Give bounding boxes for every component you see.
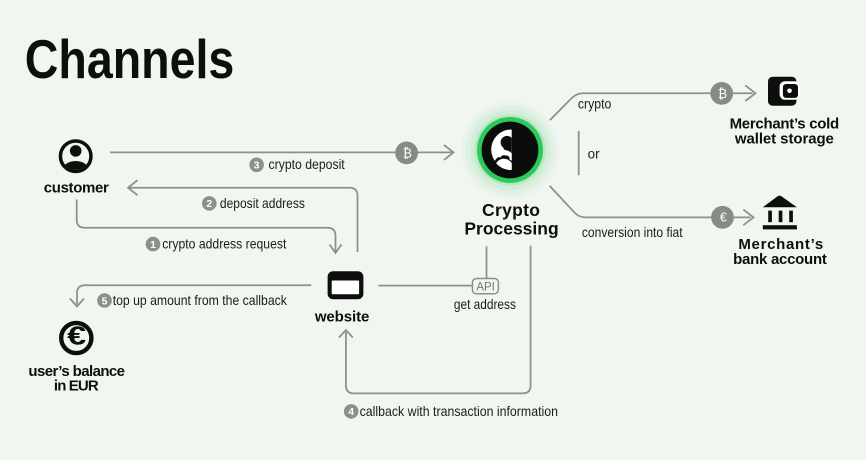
svg-text:crypto address request: crypto address request [162, 236, 286, 252]
svg-text:customer: customer [44, 180, 109, 197]
svg-text:4: 4 [348, 406, 354, 418]
svg-text:€: € [720, 211, 727, 225]
svg-text:Processing: Processing [464, 219, 558, 239]
svg-text:₿: ₿ [718, 87, 727, 101]
svg-text:conversion into fiat: conversion into fiat [582, 224, 683, 240]
svg-text:5: 5 [102, 295, 108, 307]
svg-text:user’s balance: user’s balance [28, 363, 125, 380]
svg-text:Merchant’s cold: Merchant’s cold [730, 115, 840, 132]
svg-text:crypto deposit: crypto deposit [269, 156, 345, 172]
svg-text:1: 1 [150, 239, 156, 251]
svg-text:₿: ₿ [403, 146, 412, 160]
svg-text:callback with transaction info: callback with transaction information [360, 403, 558, 419]
svg-text:deposit address: deposit address [220, 195, 305, 211]
svg-text:3: 3 [254, 160, 260, 172]
svg-text:crypto: crypto [578, 96, 612, 112]
svg-text:get address: get address [454, 296, 516, 312]
svg-text:2: 2 [206, 198, 212, 210]
svg-text:top up amount from the callbac: top up amount from the callback [113, 292, 288, 308]
svg-text:Crypto: Crypto [482, 200, 540, 220]
svg-text:bank account: bank account [733, 251, 827, 268]
svg-text:API: API [476, 279, 495, 293]
svg-text:website: website [314, 309, 370, 326]
svg-text:Merchant’s: Merchant’s [738, 236, 823, 253]
svg-text:Channels: Channels [25, 28, 235, 90]
svg-text:€: € [67, 321, 86, 351]
svg-text:or: or [588, 146, 600, 162]
svg-text:in EUR: in EUR [54, 377, 99, 394]
svg-text:wallet storage: wallet storage [734, 130, 834, 147]
